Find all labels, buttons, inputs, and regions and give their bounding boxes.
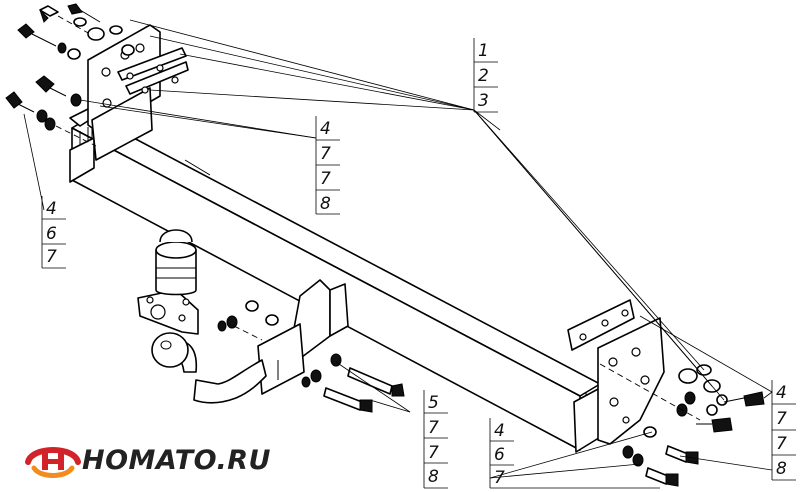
bolt xyxy=(35,75,67,97)
callout-number: 6 xyxy=(46,224,57,244)
callout-number: 4 xyxy=(494,421,505,441)
bolt xyxy=(347,367,405,397)
bolt xyxy=(323,387,373,413)
callout-number: 7 xyxy=(320,144,331,164)
callout-number: 4 xyxy=(320,119,331,139)
bolt xyxy=(39,5,91,35)
bolt xyxy=(67,3,101,23)
callout-number: 7 xyxy=(46,247,57,267)
homato-logo-icon xyxy=(25,447,81,478)
logo-text: HOMATO.RU xyxy=(82,445,271,476)
callout-left: 4 6 7 xyxy=(41,196,66,269)
callout-hitch: 5 7 7 8 xyxy=(423,390,448,489)
callout-number: 8 xyxy=(428,467,439,487)
left-fasteners xyxy=(5,3,135,147)
callout-center: 4 7 7 8 xyxy=(315,116,340,215)
callout-number: 7 xyxy=(776,434,787,454)
bolt xyxy=(5,91,35,113)
callout-number: 7 xyxy=(494,468,505,488)
hitch-assembly xyxy=(137,229,349,404)
bolt xyxy=(645,467,679,487)
callout-number: 7 xyxy=(776,409,787,429)
bolt xyxy=(17,23,57,47)
callout-number: 4 xyxy=(46,199,57,219)
callout-number: 7 xyxy=(428,443,439,463)
callout-number: 1 xyxy=(478,41,489,61)
callout-number: 7 xyxy=(428,418,439,438)
callout-number: 3 xyxy=(478,91,489,111)
leader-lines xyxy=(23,19,773,479)
callout-number: 5 xyxy=(428,393,439,413)
callout-number: 6 xyxy=(494,445,505,465)
callout-right: 4 7 7 8 xyxy=(771,380,796,481)
callout-number: 8 xyxy=(776,459,787,479)
callout-number: 4 xyxy=(776,383,787,403)
bolt xyxy=(665,445,699,465)
bolt xyxy=(723,391,765,407)
right-fasteners xyxy=(599,363,765,487)
callout-bottom: 4 6 7 xyxy=(489,418,660,489)
hitch-fasteners xyxy=(217,300,405,413)
callout-number: 7 xyxy=(320,169,331,189)
callout-number: 2 xyxy=(478,66,489,86)
callout-number: 8 xyxy=(320,194,331,214)
bolt xyxy=(696,417,733,433)
callout-top-right: 1 2 3 xyxy=(473,38,498,113)
